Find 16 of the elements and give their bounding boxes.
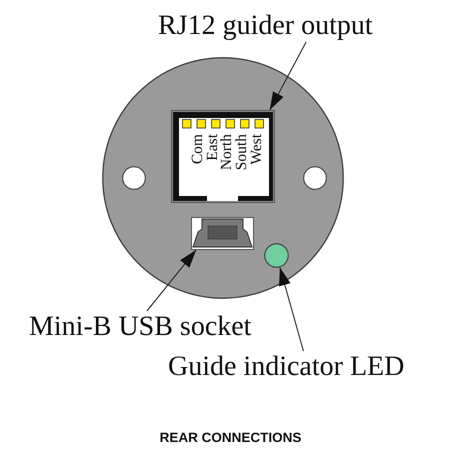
rear-panel-plate — [102, 57, 344, 299]
usb-socket — [191, 217, 254, 250]
indicator-led — [264, 243, 289, 268]
pin-label: North — [220, 134, 234, 170]
caption: REAR CONNECTIONS — [160, 430, 302, 446]
pin-label: West — [250, 134, 264, 165]
leader-arrow — [279, 267, 304, 352]
callout-label: Guide indicator LED — [168, 351, 404, 383]
pin-label: East — [206, 134, 220, 161]
pin-label: Com — [191, 134, 205, 164]
leader-arrow — [146, 250, 197, 312]
callout-label: RJ12 guider output — [158, 10, 373, 42]
leader-arrow — [269, 42, 307, 110]
rj12-socket — [171, 110, 275, 203]
callout-label: Mini-B USB socket — [29, 311, 252, 343]
pin-label: South — [235, 134, 250, 170]
